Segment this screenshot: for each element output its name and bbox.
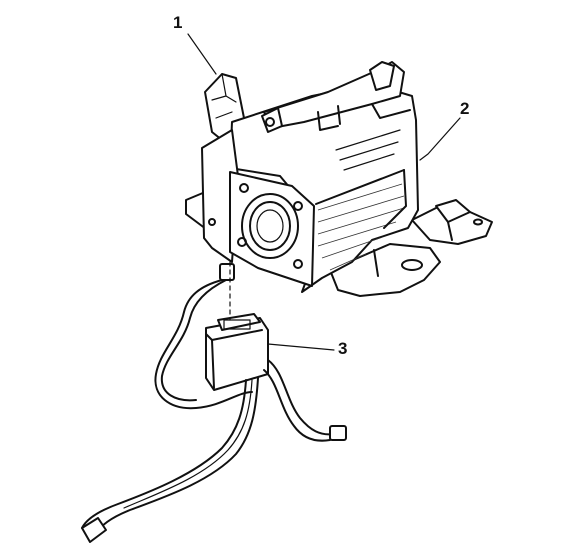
leader-line-3 — [267, 343, 335, 351]
callout-1: 1 — [173, 13, 183, 32]
mounting-bracket — [185, 189, 493, 297]
leader-line-1 — [187, 33, 217, 75]
callout-3: 3 — [338, 339, 348, 358]
leader-line-2 — [419, 117, 461, 161]
housing-part — [201, 61, 419, 293]
callout-2: 2 — [460, 99, 470, 118]
switch-harness-part — [81, 263, 347, 543]
